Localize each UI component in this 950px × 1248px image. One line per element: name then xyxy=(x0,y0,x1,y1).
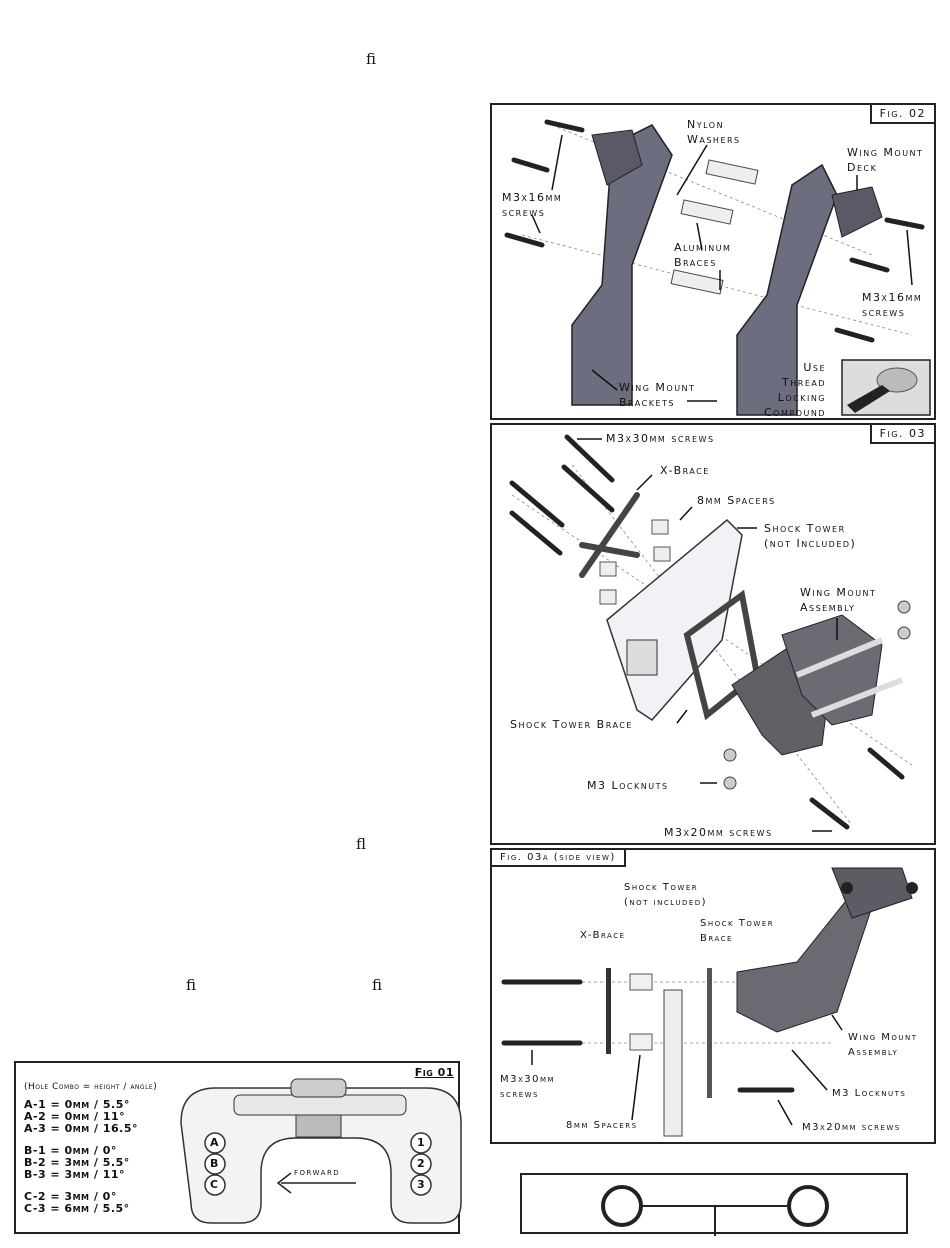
hole-label-3: 3 xyxy=(417,1178,426,1191)
figure-02-illustration xyxy=(504,119,931,416)
combo-c3: C-3 = 6mm / 5.5° xyxy=(24,1202,130,1215)
figure-03-panel: Fig. 03 M3x30mm screws X-Brace 8mm Space… xyxy=(490,423,936,845)
label-shock-tower: Shock Tower(not Included) xyxy=(764,522,857,550)
hole-label-c: C xyxy=(210,1178,219,1191)
figure-01-tag: Fig 01 xyxy=(414,1066,454,1079)
label-m3x20-screws: M3x20mm screws xyxy=(664,826,773,839)
hole-label-b: B xyxy=(210,1157,219,1170)
label-m3x20-side: M3x20mm screws xyxy=(802,1122,901,1133)
combo-b1: B-1 = 0mm / 0° xyxy=(24,1144,117,1157)
figure-03-illustration xyxy=(509,434,913,832)
ligature-glyph: ﬁ xyxy=(186,976,197,994)
figure-03a-illustration xyxy=(501,867,918,1137)
combo-b2: B-2 = 3mm / 5.5° xyxy=(24,1156,130,1169)
label-x-brace-side: X-Brace xyxy=(580,930,626,941)
hole-symbol-box xyxy=(520,1173,908,1236)
ligature-glyph: ﬂ xyxy=(356,835,367,853)
combo-a1: A-1 = 0mm / 5.5° xyxy=(24,1098,130,1111)
hole-circle-right xyxy=(787,1185,829,1227)
label-m3-locknuts-side: M3 Locknuts xyxy=(832,1088,907,1099)
ligature-glyph: ﬁ xyxy=(366,50,377,68)
forward-label: forward xyxy=(294,1167,341,1178)
hole-label-1: 1 xyxy=(417,1136,426,1149)
figure-01-panel: Fig 01 (Hole Combo = height / angle) A-1… xyxy=(14,1061,462,1234)
label-shock-tower-brace: Shock Tower Brace xyxy=(510,718,633,731)
label-x-brace: X-Brace xyxy=(660,464,710,477)
label-8mm-spacers: 8mm Spacers xyxy=(697,494,776,507)
figure-01-illustration xyxy=(180,1078,462,1224)
figure-03-tag: Fig. 03 xyxy=(869,423,936,444)
label-m3x30-screws: M3x30mm screws xyxy=(606,432,715,445)
figure-03a-tag: Fig. 03a (side view) xyxy=(490,848,626,867)
hole-label-2: 2 xyxy=(417,1157,426,1170)
hole-combo-legend: (Hole Combo = height / angle) xyxy=(24,1082,158,1092)
combo-a2: A-2 = 0mm / 11° xyxy=(24,1110,126,1123)
figure-02-tag: Fig. 02 xyxy=(869,103,936,124)
label-shock-tower-side: Shock Tower(not included) xyxy=(624,882,708,908)
hole-label-a: A xyxy=(210,1136,220,1149)
ligature-glyph: ﬁ xyxy=(372,976,383,994)
label-m3-locknuts: M3 Locknuts xyxy=(587,779,669,792)
hole-circle-left xyxy=(601,1185,643,1227)
combo-a3: A-3 = 0mm / 16.5° xyxy=(24,1122,139,1135)
hole-symbol-diagram xyxy=(601,1185,829,1236)
combo-c2: C-2 = 3mm / 0° xyxy=(24,1190,117,1203)
combo-b3: B-3 = 3mm / 11° xyxy=(24,1168,126,1181)
label-8mm-spacers-side: 8mm Spacers xyxy=(566,1120,638,1131)
figure-03a-panel: Fig. 03a (side view) Shock Tower(not inc… xyxy=(490,848,936,1144)
